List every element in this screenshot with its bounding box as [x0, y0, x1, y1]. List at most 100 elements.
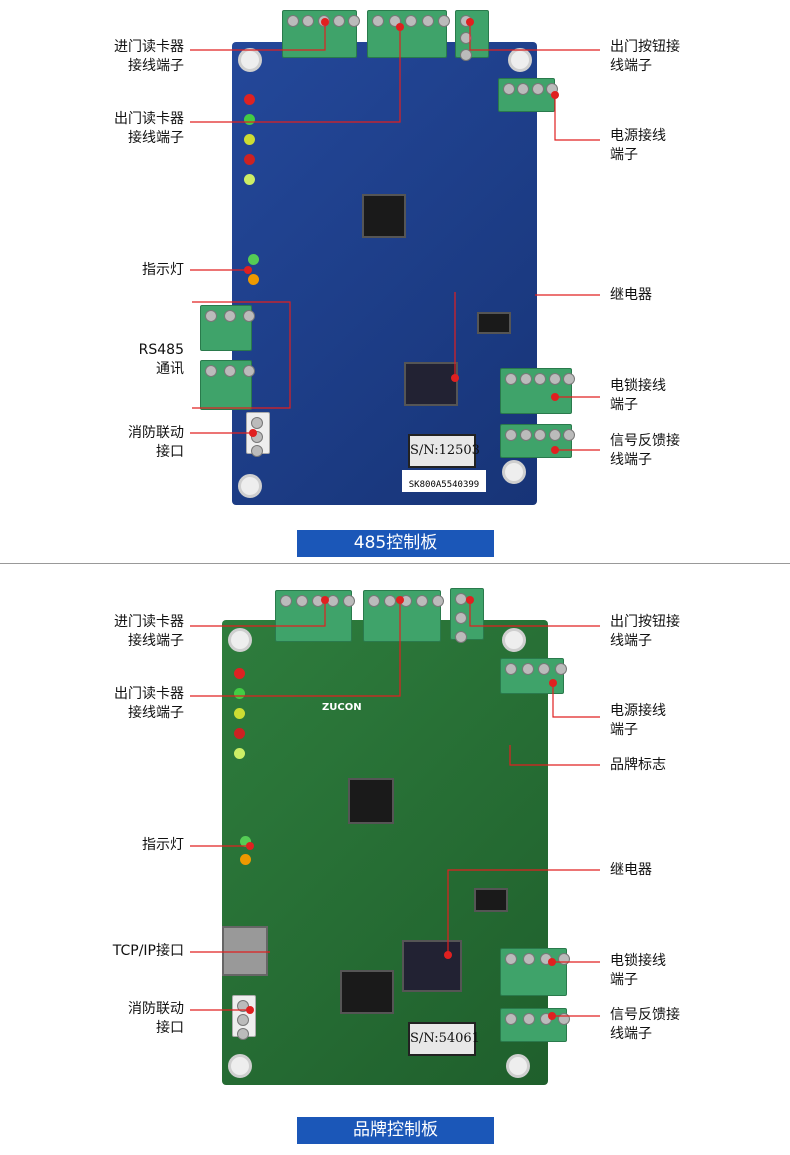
exit-reader-terminal	[363, 590, 444, 642]
screw-icon	[563, 373, 575, 385]
label-line: 端子	[610, 972, 638, 988]
entry-reader-terminal	[275, 590, 355, 642]
serial-label: S/N:54061	[408, 1022, 480, 1056]
led-sys	[234, 688, 245, 699]
screw-icon	[534, 373, 546, 385]
screw-icon	[343, 595, 355, 607]
screw-icon	[522, 1013, 535, 1025]
label-line: 线端子	[610, 633, 652, 649]
label-line: 消防联动	[128, 1001, 184, 1017]
screw-icon	[432, 595, 444, 607]
screw-icon	[531, 83, 544, 95]
label-exit-reader: 出门读卡器接线端子	[14, 685, 184, 723]
ic-u4	[477, 312, 511, 334]
label-entry-reader: 进门读卡器接线端子	[14, 38, 184, 76]
label-line: 电锁接线	[610, 378, 666, 394]
label-lock: 电锁接线端子	[610, 952, 666, 990]
label-line: 通讯	[156, 361, 184, 377]
label-line: 指示灯	[142, 262, 184, 278]
relay	[404, 362, 458, 406]
ic-u4	[474, 888, 508, 912]
label-line: RS485	[138, 342, 184, 358]
label-relay: 继电器	[610, 286, 652, 305]
screw-icon	[280, 595, 292, 607]
mount-hole	[502, 460, 526, 484]
label-line: 出门按钮接	[610, 39, 680, 55]
pcb-485-board: S/N:12503 SK800A5540399	[232, 42, 537, 505]
label-line: 信号反馈接	[610, 1007, 680, 1023]
label-line: 接口	[156, 1020, 184, 1036]
label-line: 电锁接线	[610, 953, 666, 969]
mount-hole	[228, 628, 252, 652]
screw-icon	[517, 83, 530, 95]
screw-icon	[534, 429, 546, 441]
screw-icon	[384, 595, 396, 607]
led-sys	[244, 114, 255, 125]
label-line: 出门读卡器	[114, 111, 184, 127]
power-terminal	[498, 78, 558, 112]
mount-hole	[238, 474, 262, 498]
label-line: TCP/IP接口	[112, 943, 184, 959]
screw-icon	[224, 365, 236, 377]
screw-icon	[521, 663, 534, 675]
screw-icon	[224, 310, 236, 322]
label-line: 线端子	[610, 1026, 652, 1042]
label-line: 继电器	[610, 287, 652, 303]
label-fire-link: 消防联动接口	[14, 424, 184, 462]
label-line: 接线端子	[128, 633, 184, 649]
divider	[0, 563, 790, 564]
label-lock: 电锁接线端子	[610, 377, 666, 415]
screw-icon	[522, 953, 535, 965]
screw-icon	[548, 373, 561, 385]
screw-icon	[243, 365, 255, 377]
led-rx	[248, 254, 259, 265]
label-line: 电源接线	[610, 703, 666, 719]
pcb-brand-board: ZUCON S/N:54061	[222, 620, 548, 1085]
label-power: 电源接线端子	[610, 127, 666, 165]
label-feedback: 信号反馈接线端子	[610, 1006, 680, 1044]
label-line: 出门读卡器	[114, 686, 184, 702]
label-relay: 继电器	[610, 861, 652, 880]
screw-icon	[416, 595, 428, 607]
label-line: 继电器	[610, 862, 652, 878]
led-dr1	[244, 174, 255, 185]
led-tx	[240, 854, 251, 865]
label-tcpip: TCP/IP接口	[14, 942, 184, 961]
screw-icon	[348, 15, 360, 27]
brand-logo: ZUCON	[322, 702, 362, 713]
screw-icon	[368, 595, 380, 607]
screw-icon	[237, 1000, 249, 1012]
screw-icon	[519, 373, 532, 385]
label-line: 消防联动	[128, 425, 184, 441]
label-line: 进门读卡器	[114, 39, 184, 55]
screw-icon	[555, 663, 567, 675]
label-line: 线端子	[610, 58, 652, 74]
label-line: 品牌标志	[610, 757, 666, 773]
label-fire-link: 消防联动接口	[14, 1000, 184, 1038]
mount-hole	[502, 628, 526, 652]
screw-icon	[205, 365, 217, 377]
serial-label: S/N:12503	[408, 434, 480, 468]
screw-icon	[372, 15, 384, 27]
label-line: 端子	[610, 722, 638, 738]
screw-icon	[503, 83, 515, 95]
label-line: 接线端子	[128, 705, 184, 721]
label-line: 端子	[610, 147, 638, 163]
feedback-terminal	[500, 424, 575, 458]
screw-icon	[505, 953, 517, 965]
screw-icon	[460, 32, 472, 44]
led-err	[234, 728, 245, 739]
screw-icon	[287, 15, 299, 27]
fire-link-connector	[232, 995, 256, 1040]
label-line: 信号反馈接	[610, 433, 680, 449]
lock-terminal	[500, 948, 570, 996]
label-entry-reader: 进门读卡器接线端子	[14, 613, 184, 651]
screw-icon	[563, 429, 575, 441]
label-line: 接线端子	[128, 58, 184, 74]
screw-icon	[455, 612, 467, 624]
led-power	[244, 94, 255, 105]
mount-hole	[508, 48, 532, 72]
feedback-terminal	[500, 1008, 570, 1042]
screw-icon	[538, 663, 551, 675]
